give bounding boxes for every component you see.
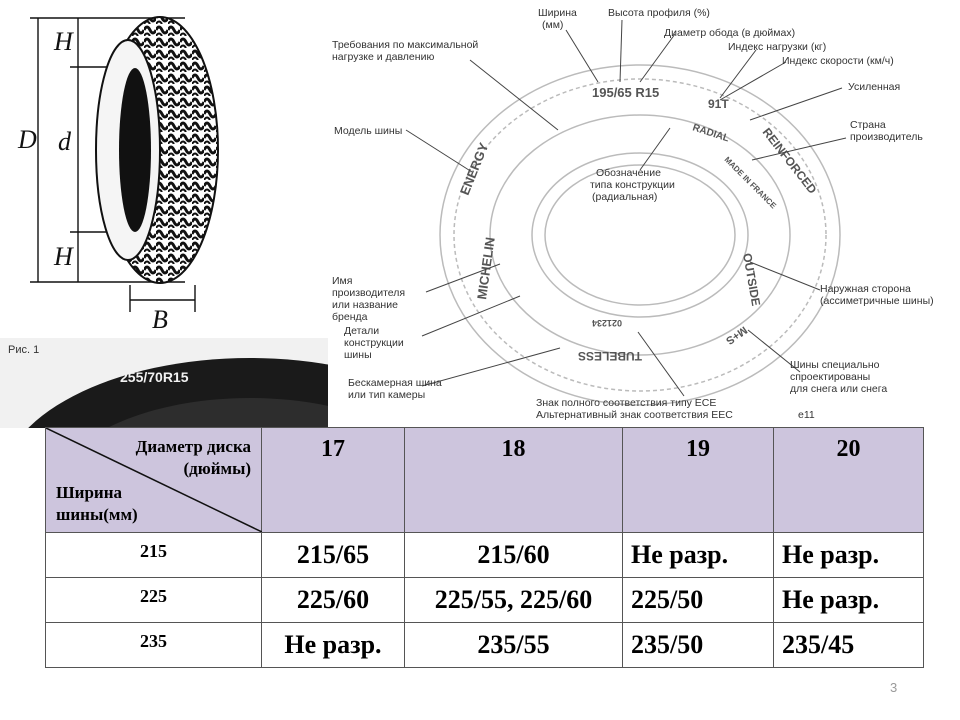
label-D: D (17, 125, 37, 154)
sidewall-michelin: MICHELIN (474, 236, 498, 300)
column-header-18: 18 (404, 427, 623, 533)
sidewall-radial: RADIAL (691, 122, 730, 144)
label-H-top: H (53, 27, 74, 56)
table-row: 235 Не разр. 235/55 235/50 235/45 (45, 622, 924, 668)
corner-width-line1: Ширина (56, 483, 123, 502)
table-cell: 235/45 (773, 622, 924, 668)
label-B: B (152, 305, 168, 330)
photo-caption: Рис. 1 (8, 344, 40, 356)
annotation-reinforced: Усиленная (848, 81, 900, 93)
tire-dimension-figure: D d H H B (17, 16, 219, 330)
column-header-17: 17 (261, 427, 405, 533)
sidewall-marking-diagram: 195/65 R15 91T RADIAL REINFORCED MADE IN… (332, 7, 934, 421)
table-cell: Не разр. (261, 622, 405, 668)
annotation-profile-height: Высота профиля (%) (608, 7, 710, 19)
tire-photo: 255/70R15 (0, 338, 328, 428)
annotation-e11: e11 (798, 409, 815, 421)
table-cell: 225/55, 225/60 (404, 577, 623, 623)
sidewall-tubeless: TUBELESS (578, 349, 642, 363)
table-cell: Не разр. (622, 532, 774, 578)
corner-tire-width-label: Ширина шины(мм) (56, 482, 138, 526)
column-header-20: 20 (773, 427, 924, 533)
sidewall-reinforced: REINFORCED (760, 125, 820, 196)
tire-photo-marking: 255/70R15 (120, 369, 189, 385)
row-label-215: 215 (45, 532, 262, 578)
table-cell: 235/50 (622, 622, 774, 668)
annotation-rim-diameter: Диаметр обода (в дюймах) (664, 27, 795, 39)
corner-rim-diameter-label: Диаметр диска (дюймы) (136, 436, 251, 480)
table-header-row: Диаметр диска (дюймы) Ширина шины(мм) 17 1… (45, 427, 924, 533)
table-row: 225 225/60 225/55, 225/60 225/50 Не разр… (45, 577, 924, 623)
row-label-225: 225 (45, 577, 262, 623)
annotation-speed-index: Индекс скорости (км/ч) (782, 55, 894, 67)
corner-width-line2: шины(мм) (56, 505, 138, 524)
corner-rim-line1: Диаметр диска (135, 437, 251, 456)
table-cell: 215/65 (261, 532, 405, 578)
annotation-width: Ширина(мм) (538, 7, 577, 31)
annotation-load-index: Индекс нагрузки (кг) (728, 41, 826, 53)
sidewall-outside: OUTSIDE (740, 252, 763, 307)
label-H-bottom: H (53, 242, 74, 271)
table-cell: 215/60 (404, 532, 623, 578)
table-cell: Не разр. (773, 532, 924, 578)
sidewall-energy: ENERGY (457, 140, 492, 197)
sidewall-size: 195/65 R15 (592, 85, 659, 100)
table-cell: 225/50 (622, 577, 774, 623)
sidewall-number: 021234 (592, 318, 622, 328)
table-cell: 225/60 (261, 577, 405, 623)
table-cell: 235/55 (404, 622, 623, 668)
row-label-235: 235 (45, 622, 262, 668)
table-corner-cell: Диаметр диска (дюймы) Ширина шины(мм) (45, 427, 262, 533)
label-d: d (58, 127, 72, 156)
corner-diagonal (46, 428, 262, 532)
table-cell: Не разр. (773, 577, 924, 623)
table-row: 215 215/65 215/60 Не разр. Не разр. (45, 532, 924, 578)
sidewall-made-in: MADE IN FRANCE (723, 155, 779, 211)
corner-rim-line2: (дюймы) (183, 459, 251, 478)
column-header-19: 19 (622, 427, 774, 533)
tire-size-table: Диаметр диска (дюймы) Ширина шины(мм) 17 1… (45, 427, 924, 668)
page-number: 3 (890, 680, 898, 695)
annotation-tire-model: Модель шины (334, 125, 402, 137)
annotation-outer-side: Наружная сторона(ассиметричные шины) (820, 283, 934, 307)
sidewall-load-speed: 91T (708, 97, 729, 111)
